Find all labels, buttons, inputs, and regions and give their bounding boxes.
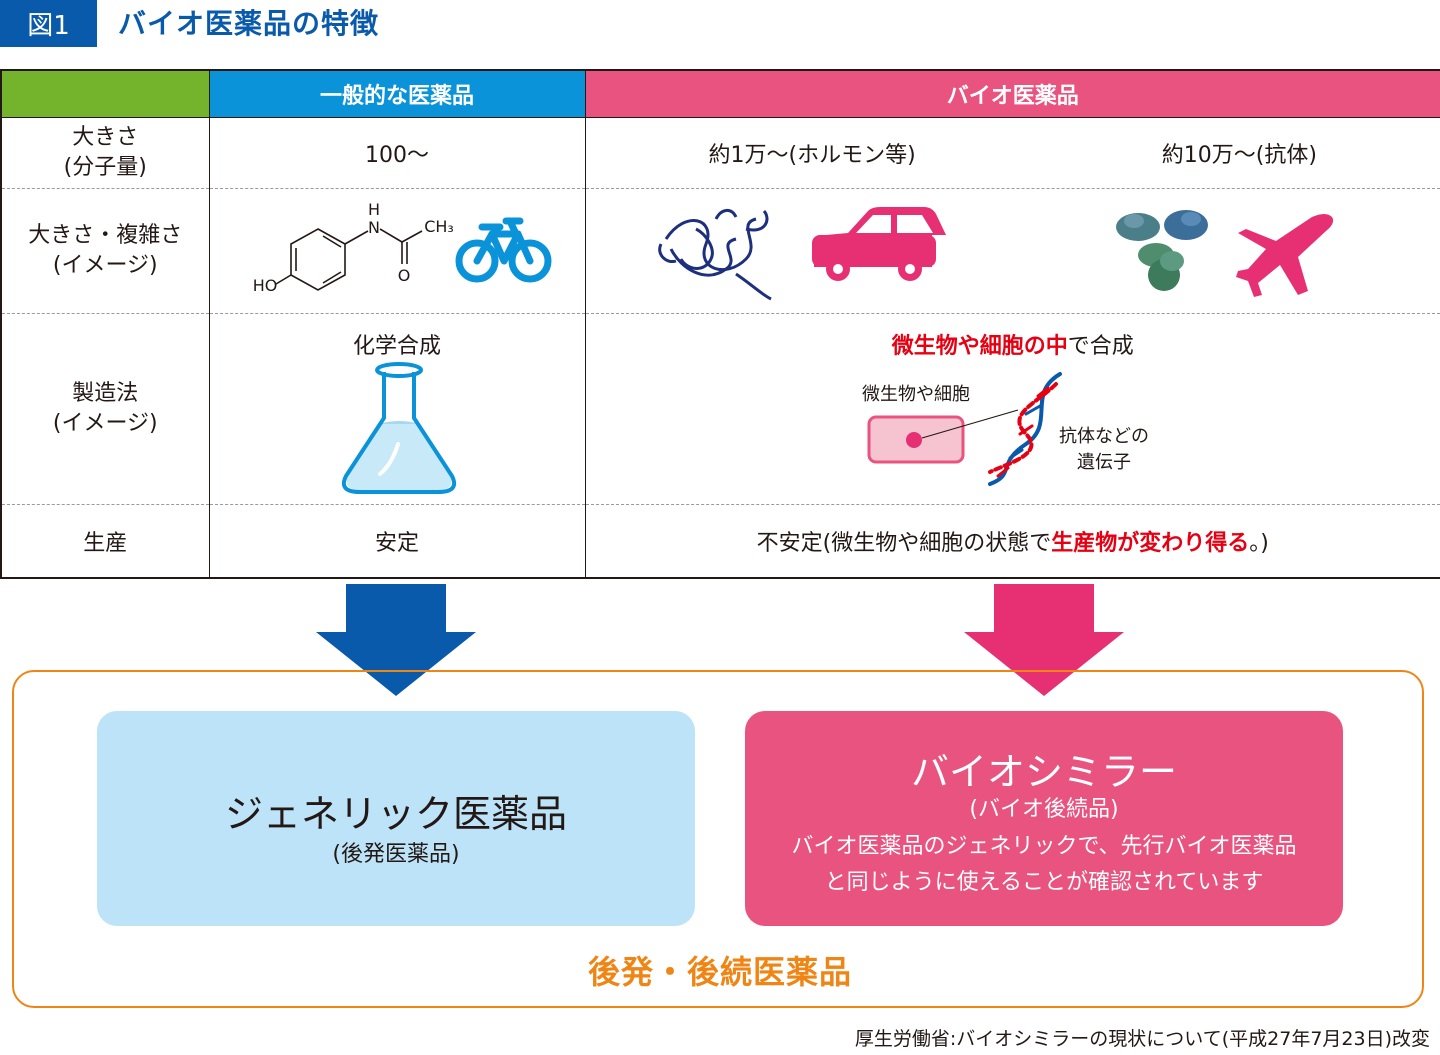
- bicycle-icon: [455, 217, 551, 283]
- comparison-table: 一般的な医薬品 バイオ医薬品 大きさ (分子量) 100〜 約1万〜(ホルモン等…: [0, 69, 1440, 579]
- row-size: 大きさ (分子量) 100〜 約1万〜(ホルモン等) 約10万〜(抗体): [0, 117, 1440, 189]
- label-line1: 大きさ・複雑さ: [28, 223, 183, 248]
- header-corner: [0, 70, 210, 118]
- generic-drug-card: ジェネリック医薬品 (後発医薬品): [97, 711, 695, 926]
- size-bio-hormone: 約1万〜(ホルモン等): [708, 143, 916, 168]
- antibody-icon: [1115, 210, 1208, 291]
- down-arrow-generic-icon: [316, 584, 476, 696]
- row-label-size: 大きさ (分子量): [0, 117, 210, 189]
- biosimilar-subtitle: (バイオ後続品): [969, 797, 1119, 822]
- header-general: 一般的な医薬品: [208, 70, 586, 118]
- row-label-image: 大きさ・複雑さ (イメージ): [0, 188, 210, 314]
- cell-icon: [867, 415, 964, 464]
- label-line2: (分子量): [63, 155, 147, 180]
- manufacturing-bio-suffix: で合成: [1067, 334, 1134, 359]
- production-general: 安定: [208, 504, 586, 578]
- atom-o: O: [397, 266, 410, 285]
- acetaminophen-structure-icon: [275, 228, 422, 291]
- image-bio: [584, 188, 1440, 314]
- production-bio-suffix: 。): [1249, 531, 1269, 556]
- header-bio: バイオ医薬品: [584, 70, 1440, 118]
- manufacturing-bio-highlight: 微生物や細胞の中: [891, 334, 1068, 359]
- label-line2: (イメージ): [52, 411, 158, 436]
- cell-label: 微生物や細胞: [862, 384, 970, 405]
- figure-badge: 図1: [0, 0, 97, 47]
- flask-icon: [341, 362, 456, 494]
- row-label-production: 生産: [0, 504, 210, 578]
- production-bio: 不安定(微生物や細胞の状態で生産物が変わり得る。): [584, 504, 1440, 578]
- atom-ch3: CH₃: [424, 217, 454, 236]
- hormone-protein-icon: [657, 209, 772, 301]
- label-line1: 大きさ: [72, 125, 139, 150]
- size-general: 100〜: [208, 117, 586, 189]
- manufacturing-bio: 微生物や細胞の中で合成 微生物や細胞: [584, 313, 1440, 505]
- generic-title: ジェネリック医薬品: [224, 792, 567, 836]
- image-general: N H CH₃ O HO: [208, 188, 586, 314]
- atom-n: N: [368, 218, 380, 237]
- row-manufacturing: 製造法 (イメージ) 化学合成: [0, 313, 1440, 505]
- label-line2: (イメージ): [52, 253, 158, 278]
- biosimilar-desc-line1: バイオ医薬品のジェネリックで、先行バイオ医薬品: [791, 834, 1297, 859]
- gene-label-line1: 抗体などの: [1059, 426, 1149, 447]
- bio-image-group: [657, 207, 1333, 301]
- size-bio: 約1万〜(ホルモン等) 約10万〜(抗体): [584, 117, 1440, 189]
- production-bio-prefix: 不安定(微生物や細胞の状態で: [756, 531, 1052, 556]
- car-windows: [832, 215, 933, 274]
- row-image: 大きさ・複雑さ (イメージ): [0, 188, 1440, 314]
- down-arrow-bio-icon: [964, 584, 1124, 696]
- manufacturing-bio-text: 微生物や細胞の中で合成: [586, 328, 1440, 360]
- biosimilar-description: バイオ医薬品のジェネリックで、先行バイオ医薬品 と同じように使えることが確認され…: [745, 829, 1343, 901]
- label-line1: 製造法: [72, 381, 139, 406]
- biosimilar-card: バイオシミラー (バイオ後続品) バイオ医薬品のジェネリックで、先行バイオ医薬品…: [745, 711, 1343, 926]
- manufacturing-general: 化学合成: [208, 313, 586, 505]
- row-production: 生産 安定 不安定(微生物や細胞の状態で生産物が変わり得る。): [0, 504, 1440, 578]
- airplane-icon: [1235, 214, 1333, 297]
- atom-h: H: [367, 200, 379, 219]
- manufacturing-general-text: 化学合成: [352, 334, 441, 359]
- row-label-manufacturing: 製造法 (イメージ): [0, 313, 210, 505]
- follow-on-drugs-group: [12, 670, 1424, 1008]
- generic-subtitle: (後発医薬品): [332, 842, 460, 867]
- atom-ho: HO: [252, 276, 277, 295]
- biosimilar-desc-line2: と同じように使えることが確認されています: [824, 870, 1264, 895]
- dna-icon: [987, 372, 1062, 486]
- group-label: 後発・後続医薬品: [587, 953, 852, 991]
- bio-manufacturing-svg: 微生物や細胞: [862, 372, 1149, 486]
- size-bio-antibody: 約10万〜(抗体): [1161, 143, 1317, 168]
- source-citation: 厚生労働省:バイオシミラーの現状について(平成27年7月23日)改変: [854, 1028, 1430, 1050]
- production-bio-highlight: 生産物が変わり得る: [1051, 531, 1250, 556]
- gene-label-line2: 遺伝子: [1077, 452, 1131, 473]
- general-image-group: N H CH₃ O HO: [252, 200, 551, 295]
- biosimilar-title: バイオシミラー: [910, 750, 1177, 794]
- figure-title: バイオ医薬品の特徴: [118, 7, 380, 40]
- flask-svg: [341, 362, 456, 494]
